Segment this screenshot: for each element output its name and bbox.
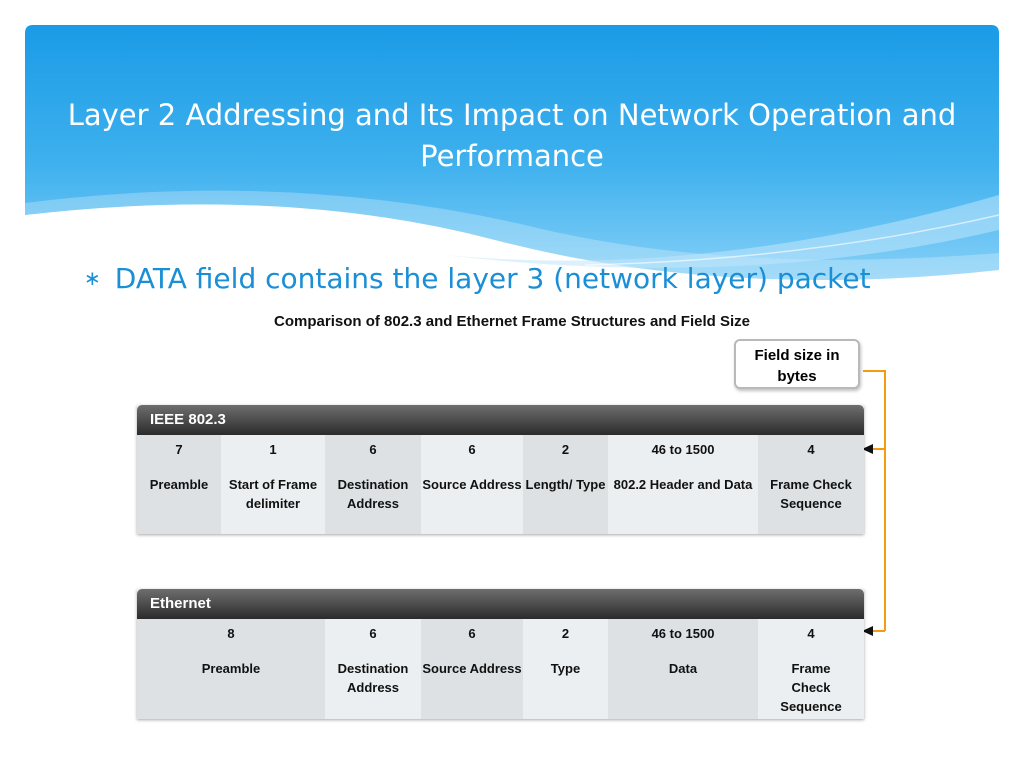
field-name: Length/ Type [523, 465, 608, 534]
field-size: 6 [421, 435, 523, 465]
bullet-point: ∗ DATA field contains the layer 3 (networ… [84, 262, 871, 295]
field-size: 6 [421, 619, 523, 649]
field-size-legend: Field size in bytes [734, 339, 860, 389]
field-size: 1 [221, 435, 325, 465]
field-size-row: 8 6 6 2 46 to 1500 4 [137, 619, 864, 649]
field-size: 2 [523, 619, 608, 649]
frame-header: Ethernet [137, 589, 864, 619]
field-size: 4 [758, 619, 864, 649]
field-size: 7 [137, 435, 221, 465]
arrow-head-icon [862, 626, 873, 636]
field-name-row: Preamble Start of Frame delimiter Destin… [137, 465, 864, 534]
slide-title: Layer 2 Addressing and Its Impact on Net… [67, 98, 957, 173]
field-name: Destination Address [325, 649, 421, 719]
field-name: Frame Check Sequence [758, 649, 864, 719]
field-name: Preamble [137, 465, 221, 534]
field-name: Source Address [421, 649, 523, 719]
field-name-row: Preamble Destination Address Source Addr… [137, 649, 864, 719]
field-name: 802.2 Header and Data [608, 465, 758, 534]
field-size: 6 [325, 435, 421, 465]
field-name: Start of Frame delimiter [221, 465, 325, 534]
field-name: Type [523, 649, 608, 719]
field-name: Source Address [421, 465, 523, 534]
title-banner: Layer 2 Addressing and Its Impact on Net… [25, 25, 999, 285]
ethernet-frame: Ethernet 8 6 6 2 46 to 1500 4 Preamble D… [137, 589, 864, 719]
field-size-row: 7 1 6 6 2 46 to 1500 4 [137, 435, 864, 465]
bullet-text: DATA field contains the layer 3 (network… [114, 262, 871, 295]
field-name: Frame Check Sequence [758, 465, 864, 534]
figure-title: Comparison of 802.3 and Ethernet Frame S… [274, 313, 750, 330]
field-name: Data [608, 649, 758, 719]
field-name: Destination Address [325, 465, 421, 534]
bullet-marker: ∗ [84, 266, 101, 290]
arrow-head-icon [862, 444, 873, 454]
field-size: 6 [325, 619, 421, 649]
field-size: 2 [523, 435, 608, 465]
field-size: 4 [758, 435, 864, 465]
field-size: 8 [137, 619, 325, 649]
field-size: 46 to 1500 [608, 435, 758, 465]
title-banner-background [25, 25, 999, 280]
frame-header: IEEE 802.3 [137, 405, 864, 435]
field-size: 46 to 1500 [608, 619, 758, 649]
field-name: Preamble [137, 649, 325, 719]
ieee-802-3-frame: IEEE 802.3 7 1 6 6 2 46 to 1500 4 Preamb… [137, 405, 864, 534]
